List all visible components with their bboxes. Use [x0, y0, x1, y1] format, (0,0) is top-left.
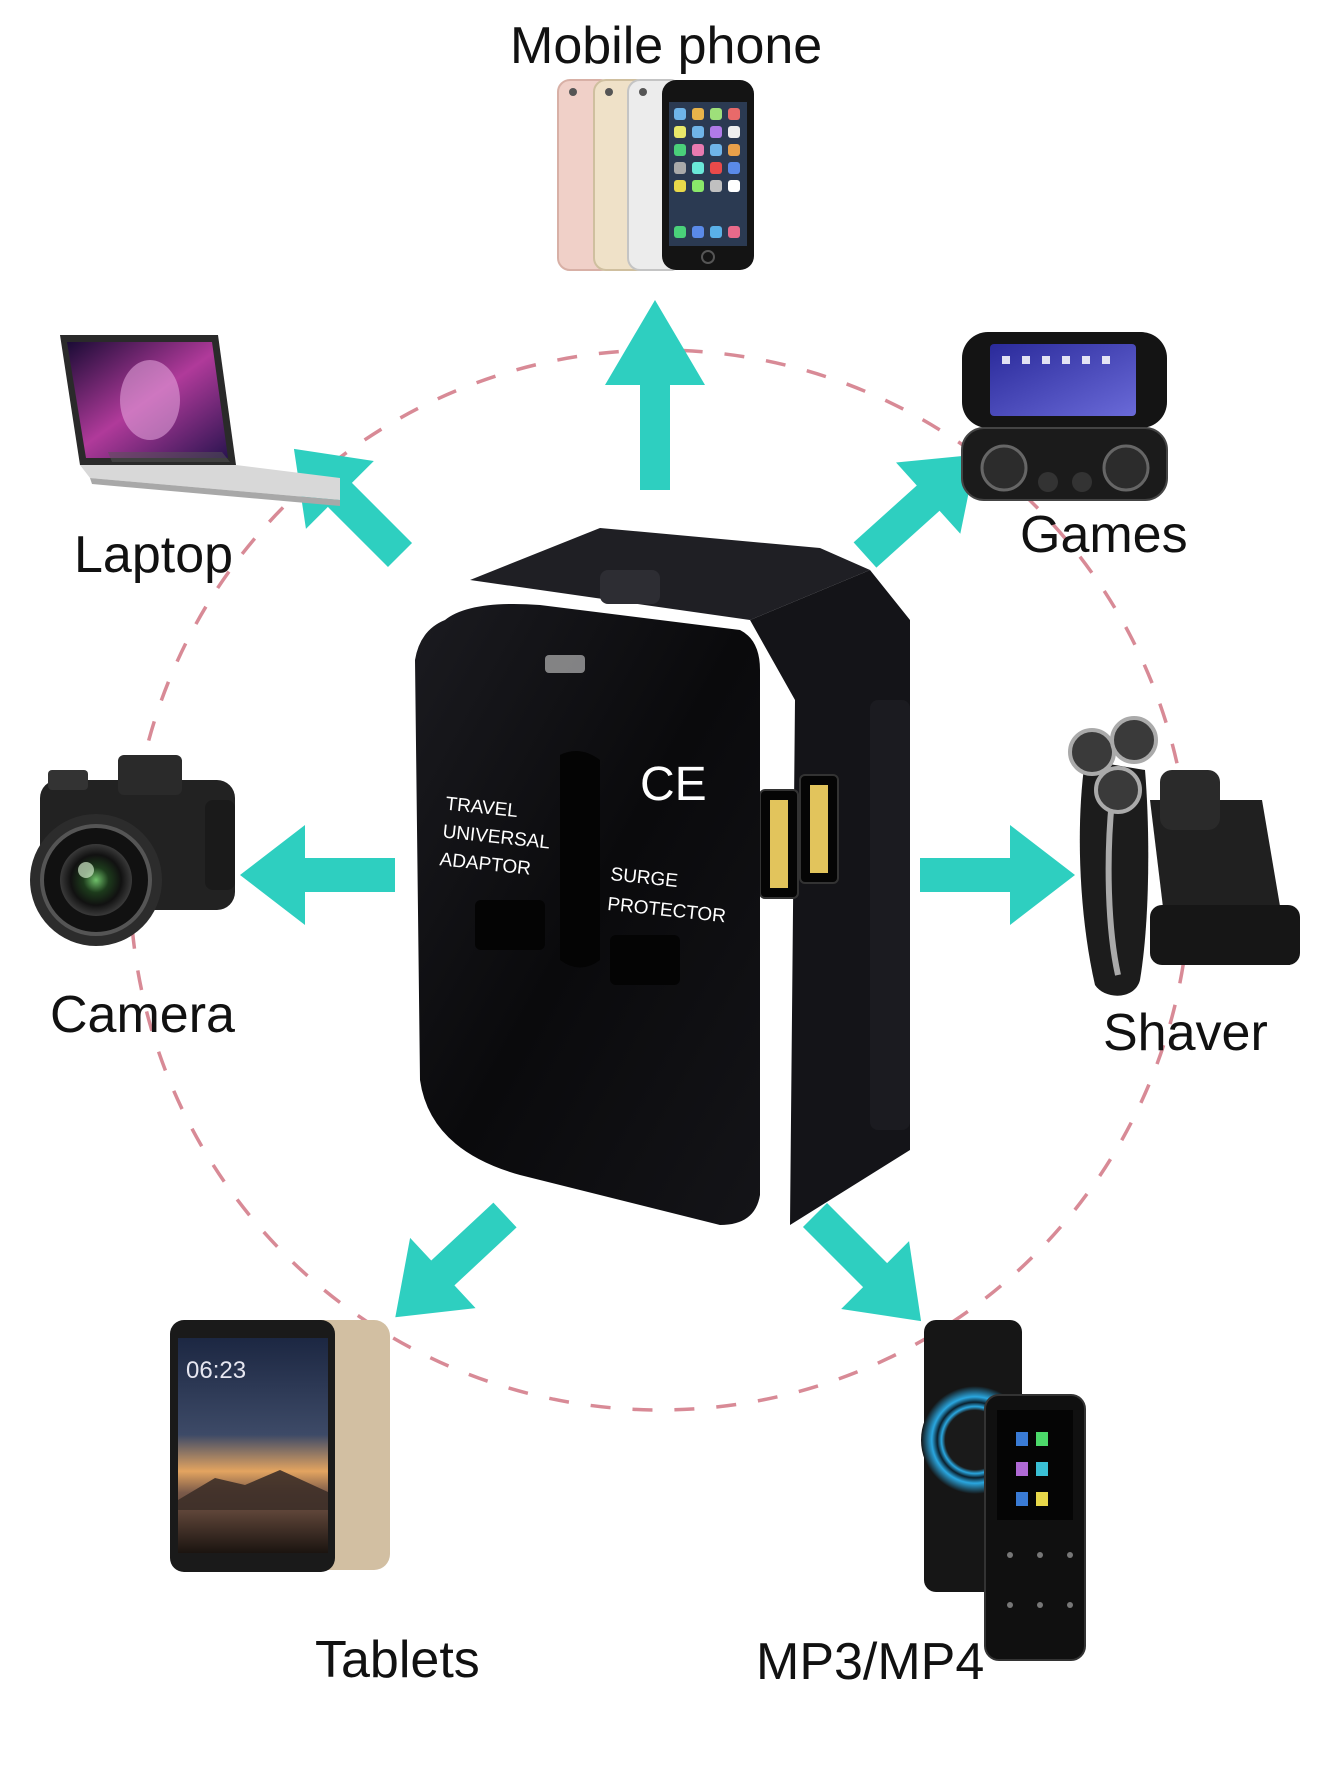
arrow-downleft: [395, 1202, 517, 1318]
tablet-clock: 06:23: [186, 1357, 246, 1384]
arrow-upleft: [293, 448, 413, 568]
mp3-player-image: [921, 1320, 1086, 1661]
camera-image: [30, 755, 235, 946]
mobile-phone-image: [557, 79, 754, 271]
arrow-upright: [853, 454, 977, 568]
label-camera: Camera: [50, 986, 235, 1044]
label-games: Games: [1020, 506, 1188, 564]
ce-mark: CE: [640, 758, 707, 811]
arrow-left: [240, 825, 395, 925]
label-tablets: Tablets: [315, 1631, 480, 1689]
tablet-image: 06:23: [170, 1320, 390, 1572]
travel-adapter-image: CE TRAVEL UNIVERSAL ADAPTOR SURGE PROTEC…: [415, 528, 910, 1225]
arrow-up: [605, 300, 705, 490]
arrow-downright: [802, 1202, 922, 1322]
arrow-right: [920, 825, 1075, 925]
label-laptop: Laptop: [74, 526, 234, 584]
label-shaver: Shaver: [1103, 1004, 1268, 1062]
laptop-image: [60, 335, 340, 506]
shaver-image: [1068, 716, 1300, 996]
games-console-image: [961, 332, 1168, 501]
label-mobile-phone: Mobile phone: [510, 17, 823, 75]
label-mp3-mp4: MP3/MP4: [756, 1633, 985, 1691]
